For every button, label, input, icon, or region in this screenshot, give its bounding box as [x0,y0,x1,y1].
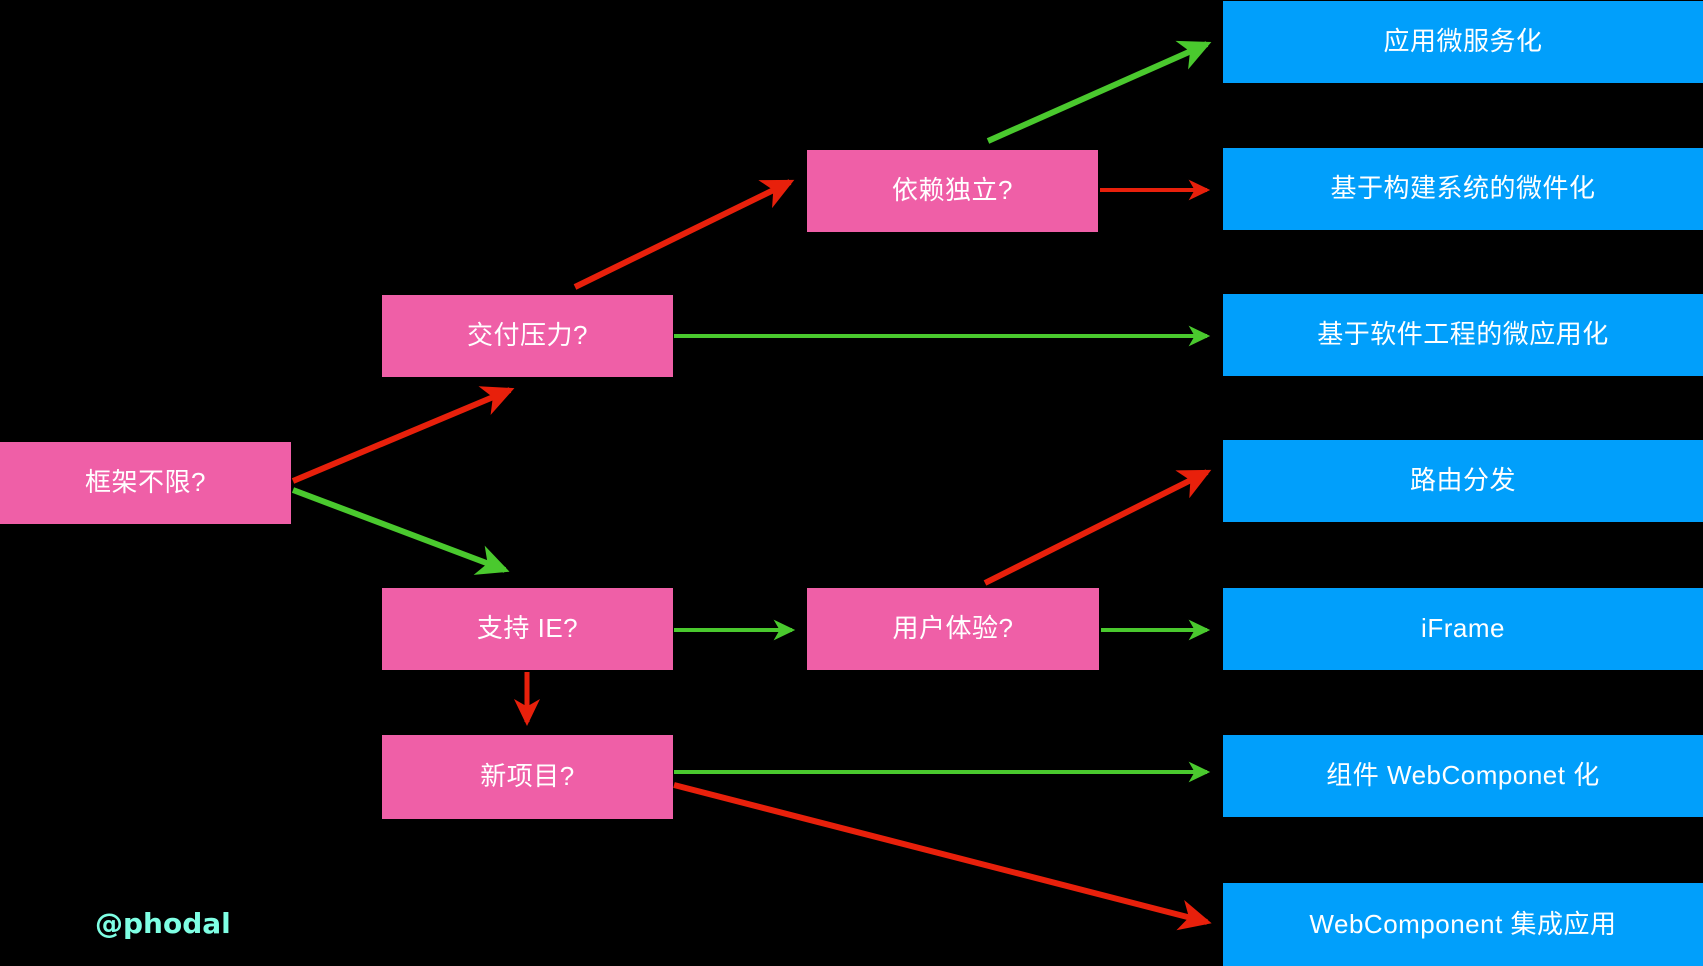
decision-node-support-ie[interactable]: 支持 IE? [382,588,673,670]
decision-node-framework-label: 框架不限? [85,467,206,498]
decision-node-user-experience-label: 用户体验? [892,613,1014,644]
outcome-node-microservice[interactable]: 应用微服务化 [1223,1,1703,83]
decision-node-user-experience[interactable]: 用户体验? [807,588,1099,670]
edge-framework-to-support-ie [291,487,510,575]
outcome-node-software-engineering[interactable]: 基于软件工程的微应用化 [1223,294,1703,376]
outcome-node-web-component[interactable]: 组件 WebComponet 化 [1223,735,1703,817]
edge-dependency-to-microservice [986,40,1212,144]
edge-user-exp-to-route [983,469,1212,586]
outcome-node-route-dispatch-label: 路由分发 [1409,465,1516,496]
edge-framework-to-delivery [291,386,515,484]
decision-node-dependency-independent-label: 依赖独立? [892,175,1013,206]
edge-delivery-to-dependency [573,179,795,290]
outcome-node-software-engineering-label: 基于软件工程的微应用化 [1317,319,1609,350]
outcome-node-microservice-label: 应用微服务化 [1383,26,1543,57]
outcome-node-web-component-label: 组件 WebComponet 化 [1326,760,1600,791]
decision-node-new-project-label: 新项目? [480,761,575,792]
watermark-phodal: @phodal [95,907,231,940]
outcome-node-wc-integration-label: WebComponent 集成应用 [1309,908,1617,939]
edge-new-project-to-wc-integration [673,782,1212,931]
decision-node-dependency-independent[interactable]: 依赖独立? [807,150,1098,232]
decision-node-new-project[interactable]: 新项目? [382,735,673,819]
outcome-node-build-system[interactable]: 基于构建系统的微件化 [1223,148,1703,230]
outcome-node-iframe[interactable]: iFrame [1223,588,1703,670]
outcome-node-route-dispatch[interactable]: 路由分发 [1223,440,1703,522]
outcome-node-wc-integration[interactable]: WebComponent 集成应用 [1223,883,1703,966]
decision-node-support-ie-label: 支持 IE? [476,613,579,644]
decision-node-delivery-pressure-label: 交付压力? [467,320,588,351]
decision-node-framework[interactable]: 框架不限? [0,442,291,524]
outcome-node-iframe-label: iFrame [1421,613,1505,644]
decision-node-delivery-pressure[interactable]: 交付压力? [382,295,673,377]
outcome-node-build-system-label: 基于构建系统的微件化 [1330,173,1596,204]
